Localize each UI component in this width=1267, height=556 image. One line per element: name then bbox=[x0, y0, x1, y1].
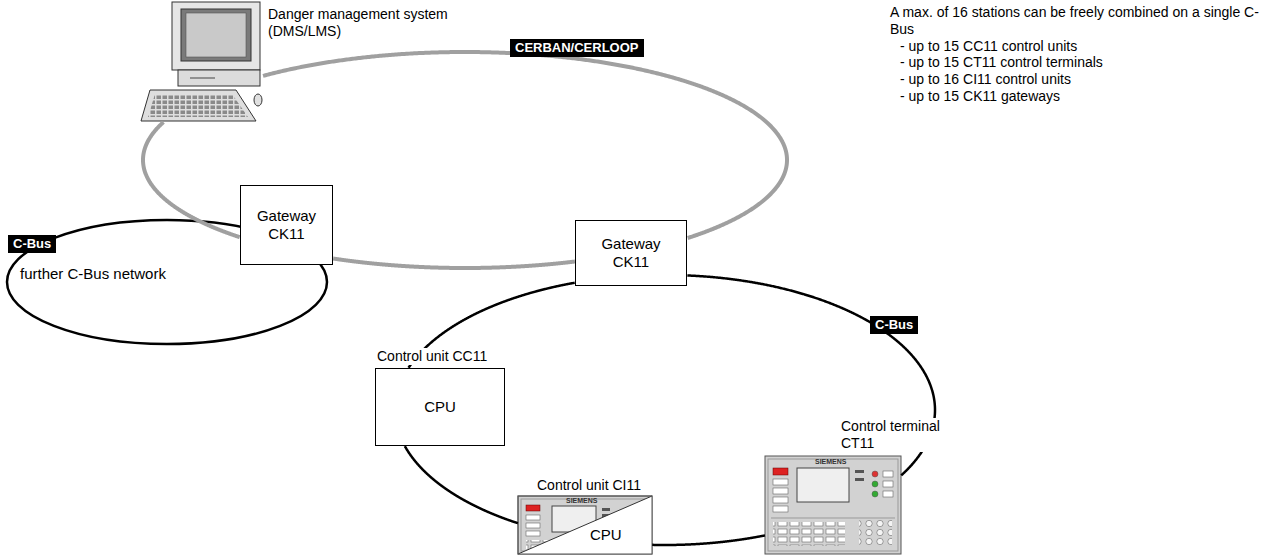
note-item: - up to 15 CT11 control terminals bbox=[890, 54, 1262, 71]
keyboard-keys bbox=[148, 94, 248, 117]
panel-frame bbox=[768, 459, 898, 551]
screen bbox=[186, 13, 246, 57]
unit-heading: Control unit CC11 bbox=[375, 348, 489, 365]
terminal-heading: Control terminal CT11 bbox=[839, 418, 955, 452]
led bbox=[872, 481, 878, 487]
unit-heading: Control unit CI11 bbox=[535, 477, 643, 494]
computer-icon bbox=[141, 2, 262, 121]
network-note: further C-Bus network bbox=[20, 265, 166, 283]
bus-badge: C-Bus bbox=[870, 316, 918, 334]
key bbox=[883, 481, 893, 487]
computer-node: Danger management system (DMS/LMS) bbox=[140, 0, 262, 122]
split-line bbox=[518, 496, 652, 554]
ring-segment bbox=[333, 259, 575, 268]
computer-base bbox=[178, 70, 260, 86]
screen-frame bbox=[181, 9, 251, 61]
key bbox=[773, 506, 788, 512]
ct11-panel bbox=[765, 456, 901, 554]
keyboard bbox=[141, 90, 256, 121]
alarm-key bbox=[773, 468, 788, 475]
control-unit-panel: Control unit CI11CPU bbox=[518, 496, 652, 554]
indicator bbox=[602, 508, 610, 511]
ci11-panel bbox=[518, 496, 652, 554]
bus-segment bbox=[405, 446, 518, 523]
note-item: - up to 15 CK11 gateways bbox=[890, 88, 1262, 105]
cpu-label: CPU bbox=[590, 526, 622, 544]
function-keys bbox=[773, 522, 845, 546]
cpu-label: CPU bbox=[424, 398, 456, 416]
key bbox=[773, 497, 788, 503]
notes-block: A max. of 16 stations can be freely comb… bbox=[890, 4, 1262, 105]
indicator bbox=[855, 470, 864, 473]
ring-segment bbox=[263, 52, 787, 238]
key bbox=[526, 515, 540, 520]
ring-segment bbox=[143, 122, 240, 237]
mouse bbox=[254, 94, 262, 106]
gateway-box: Gateway CK11 bbox=[240, 185, 333, 265]
note-text: A max. of 16 stations can be freely comb… bbox=[890, 4, 1262, 38]
key bbox=[773, 488, 788, 494]
keypad bbox=[859, 520, 892, 547]
panel-body bbox=[518, 496, 652, 554]
brand-logo: SIEMENS bbox=[815, 458, 847, 465]
gateway-name: Gateway CK11 bbox=[595, 235, 667, 271]
gateway-name: Gateway CK11 bbox=[251, 207, 323, 243]
monitor bbox=[172, 2, 260, 70]
control-unit-box: Control unit CC11CPU bbox=[375, 368, 505, 446]
display bbox=[797, 468, 849, 502]
drive-slot bbox=[190, 77, 215, 79]
control-terminal-panel: Control terminal CT11 bbox=[765, 456, 901, 554]
brand-logo: SIEMENS bbox=[566, 497, 598, 504]
key bbox=[526, 523, 540, 528]
led bbox=[872, 471, 878, 477]
panel-outline bbox=[518, 496, 652, 554]
divider bbox=[771, 518, 895, 519]
key bbox=[883, 491, 893, 497]
note-item: - up to 15 CC11 control units bbox=[890, 38, 1262, 55]
cpu-half bbox=[518, 496, 652, 554]
network-badge: CERBAN/CERLOOP bbox=[510, 39, 644, 57]
system-heading: Danger management system (DMS/LMS) bbox=[268, 6, 458, 40]
note-item: - up to 16 CI11 control units bbox=[890, 71, 1262, 88]
bus-badge: C-Bus bbox=[8, 235, 56, 253]
led bbox=[872, 491, 878, 497]
gateway-box: Gateway CK11 bbox=[575, 220, 687, 286]
panel-body bbox=[765, 456, 901, 554]
key bbox=[773, 479, 788, 485]
indicator bbox=[855, 478, 864, 481]
key bbox=[526, 531, 540, 536]
key bbox=[883, 471, 893, 477]
bus-segment bbox=[652, 535, 765, 545]
alarm-key bbox=[526, 505, 540, 511]
